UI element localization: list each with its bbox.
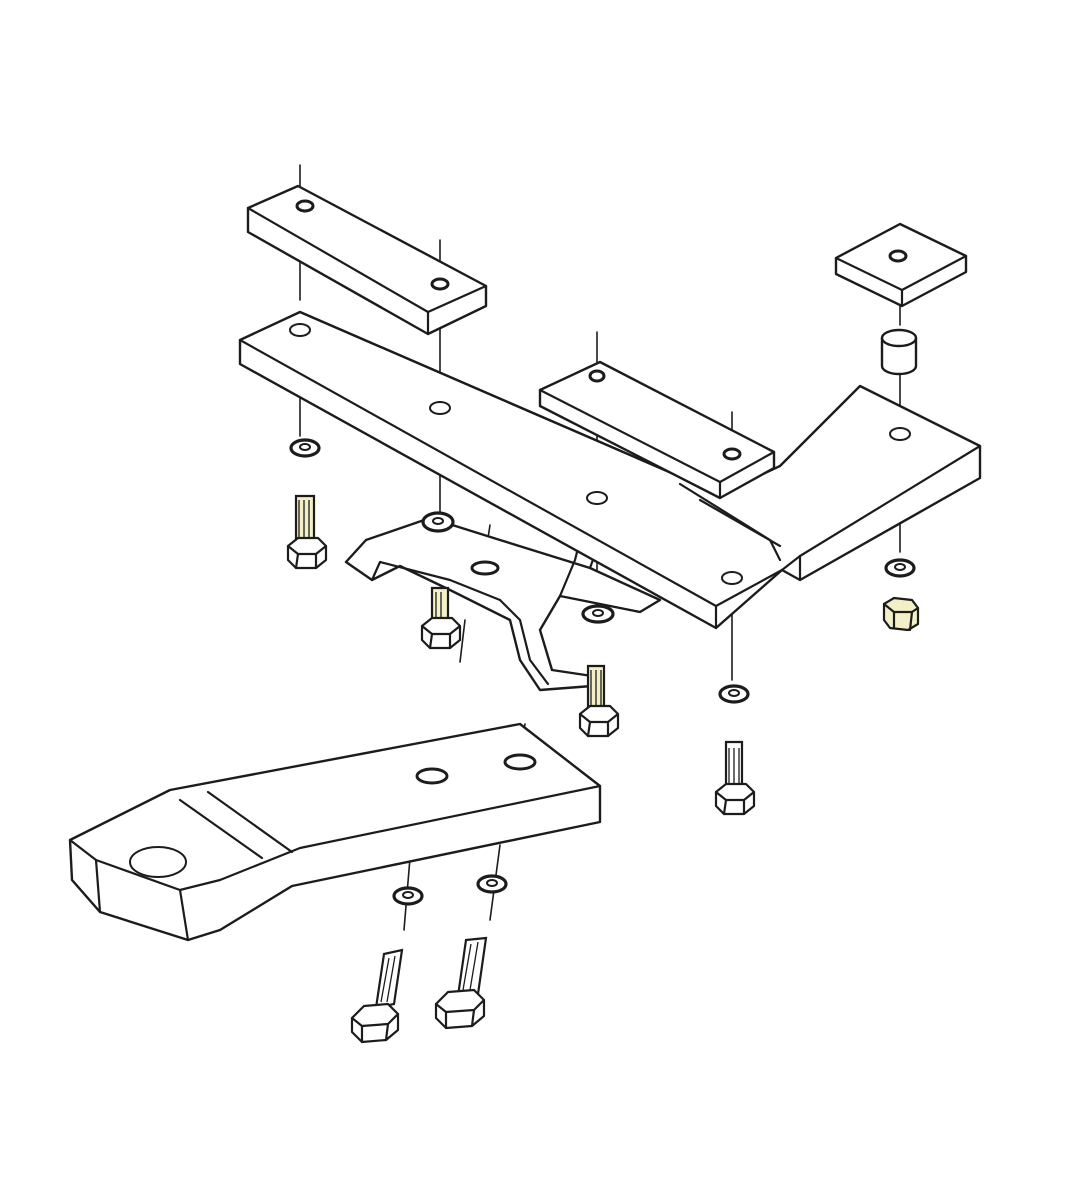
washer-1-icon xyxy=(289,438,321,458)
washer-3-icon xyxy=(581,604,615,624)
washer-6-icon xyxy=(392,886,424,906)
top-left-spacer-plate xyxy=(246,184,488,336)
bolt-3-icon xyxy=(578,664,620,738)
bolt-1-icon xyxy=(286,494,328,570)
hex-nut-icon xyxy=(882,596,920,632)
square-spacer-block xyxy=(834,222,968,308)
washers xyxy=(289,438,916,906)
washer-4-icon xyxy=(718,684,750,704)
top-right-spacer-plate xyxy=(538,360,776,500)
bolt-6-icon xyxy=(434,936,488,1030)
main-crossmember-bracket xyxy=(238,310,982,630)
bolt-4-icon xyxy=(714,740,756,816)
tow-ball-mount xyxy=(68,722,602,942)
hex-bolts xyxy=(286,494,756,1044)
cylindrical-spacer xyxy=(880,328,918,376)
washer-2-icon xyxy=(421,511,455,533)
washer-5-icon xyxy=(884,558,916,578)
washer-7-icon xyxy=(476,874,508,894)
bolt-2-icon xyxy=(420,586,462,650)
bolt-5-icon xyxy=(350,948,404,1044)
